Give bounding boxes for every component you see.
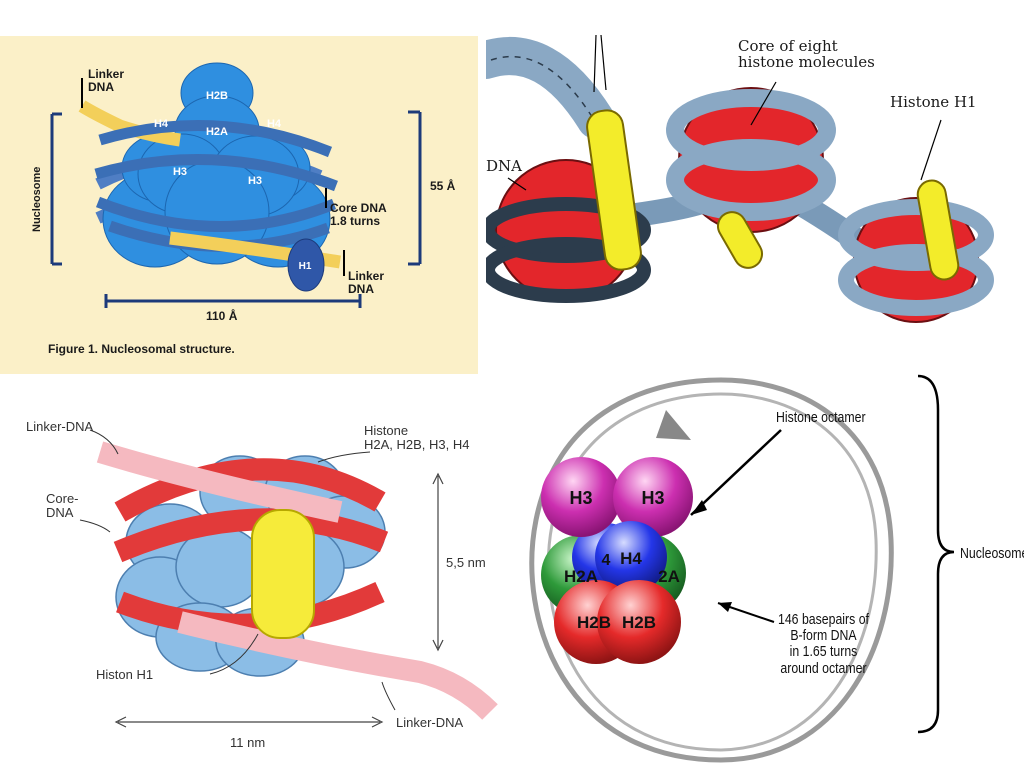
histone-h1-3: [916, 179, 960, 281]
panel-nucleosome-nm: Linker-DNA Histone H2A, H2B, H3, H4 Core…: [0, 392, 506, 768]
dna-fibre-top: [486, 37, 615, 139]
label-h1: H1: [299, 261, 312, 272]
label-h2a-left: H2A: [564, 567, 598, 586]
pointer-h1: [920, 119, 942, 181]
width-arrow-heads: [114, 716, 384, 728]
figure-caption: Figure 1. Nucleosomal structure.: [48, 342, 235, 356]
histone-h3-right: [613, 457, 693, 537]
pointer-linker-top: [89, 429, 119, 455]
label-core-of-eight: Core of eight histone molecules: [738, 37, 875, 72]
chromatin-diagram: [486, 34, 994, 323]
histone-h3-left: [541, 457, 621, 537]
histone-h1-2: [717, 211, 763, 269]
label-h3-right: H3: [641, 488, 664, 508]
label-nucleosome: Nucleosome: [960, 545, 1024, 562]
label-h3-right: H3: [248, 175, 262, 187]
core-dna-turn-1: [114, 458, 386, 522]
dna-spiral-outer: [529, 377, 894, 763]
core-dna-turn-3: [116, 582, 385, 636]
label-linker-dna-top: Linker DNA: [88, 67, 125, 94]
linker-dna-top-ribbon: [96, 441, 343, 523]
arrow-basepairs-head: [718, 602, 732, 612]
linker-dna-top: [78, 100, 181, 147]
label-core-dna: Core DNA 1.8 turns: [330, 201, 387, 228]
pointer-dna: [507, 177, 527, 191]
label-h4-right: H4: [267, 118, 282, 130]
label-h4-back: 4: [602, 552, 611, 569]
dna-turn-1a: [486, 197, 651, 263]
dna-turn-3a: [838, 199, 994, 271]
histone-h1-1: [586, 109, 642, 271]
label-histone-types: Histone H2A, H2B, H3, H4: [364, 423, 470, 453]
histone-h2b-right: [597, 580, 681, 664]
dna-helix-texture: [490, 55, 595, 121]
label-110-angstrom: 110 Å: [206, 309, 238, 323]
panel-histone-octamer: H3 H3 H2A 4 H4 2A H2B H2B Histone octame…: [506, 360, 1024, 768]
label-linker-dna-bottom: Linker DNA: [348, 269, 385, 296]
label-height-nm: 5,5 nm: [446, 555, 486, 570]
panel-nucleosomal-structure: H2B H4 H2A H4 H3 H3 H1 Nucleosome Linker…: [0, 36, 478, 374]
nucleosome-diagram-1: H2B H4 H2A H4 H3 H3 H1 Nucleosome: [31, 62, 422, 308]
histon-h1-shape: [251, 509, 315, 639]
label-histone-octamer: Histone octamer: [776, 409, 866, 426]
nucleosome-diagram-3: [79, 429, 498, 728]
label-linker-dna-bottom: Linker-DNA: [396, 715, 464, 730]
label-histon-h1: Histon H1: [96, 667, 154, 682]
label-h4-front: H4: [620, 549, 642, 568]
pointer-histon-h1: [209, 633, 259, 675]
label-h2b-right: H2B: [622, 613, 656, 632]
dna-ribbon-front-1: [98, 120, 333, 158]
label-h2a: H2A: [206, 126, 228, 138]
label-h3-left: H3: [173, 166, 187, 178]
nucleosome-bracket: [50, 112, 62, 266]
label-width-nm: 11 nm: [230, 735, 266, 750]
dna-turn-3b: [838, 244, 994, 316]
linker-dna-bottom-ribbon: [177, 611, 498, 720]
pointer-linker-bottom: [381, 681, 396, 711]
label-core-dna: Core- DNA: [46, 491, 79, 521]
pointer-core: [750, 81, 777, 126]
height-arrow-heads: [432, 472, 444, 652]
label-histone-h1: Histone H1: [890, 93, 977, 111]
dna-turn-2a: [666, 89, 836, 171]
octamer-diagram: H3 H3 H2A 4 H4 2A H2B H2B: [529, 374, 955, 763]
width-bracket: [104, 294, 362, 308]
label-146-basepairs: 146 basepairs of B-form DNA in 1.65 turn…: [778, 611, 869, 677]
label-h3-left: H3: [569, 488, 592, 508]
label-h2b: H2B: [206, 90, 228, 102]
label-dna: DNA: [486, 157, 522, 175]
dna-ribbon-front-2: [94, 154, 338, 192]
label-h4-left: H4: [154, 118, 169, 130]
label-55-angstrom: 55 Å: [430, 179, 456, 193]
histone-h4-front: [595, 521, 667, 593]
dna-turn-1b: [486, 237, 651, 303]
arrow-octamer-head: [691, 500, 707, 515]
dna-turn-2b: [666, 139, 836, 221]
nucleosome-brace: [917, 374, 955, 734]
label-h2b-left: H2B: [577, 613, 611, 632]
core-dna-turn-2: [113, 508, 389, 563]
pointer-core-dna: [79, 519, 111, 533]
panel-histone-h1: Core of eight histone molecules Histone …: [486, 30, 1024, 330]
pointer-histone: [317, 451, 371, 463]
pointer-top-1: [600, 34, 607, 91]
arrow-octamer: [690, 429, 782, 516]
pointer-top-2: [593, 34, 597, 93]
h1-histone: [287, 238, 325, 292]
spiral-arrowhead: [656, 410, 691, 440]
dna-ribbon-front-3: [95, 196, 337, 232]
label-h2a-right: 2A: [658, 567, 680, 586]
label-nucleosome-vertical: Nucleosome: [31, 167, 43, 232]
height-bracket: [408, 110, 422, 266]
label-linker-dna-top: Linker-DNA: [26, 419, 94, 434]
